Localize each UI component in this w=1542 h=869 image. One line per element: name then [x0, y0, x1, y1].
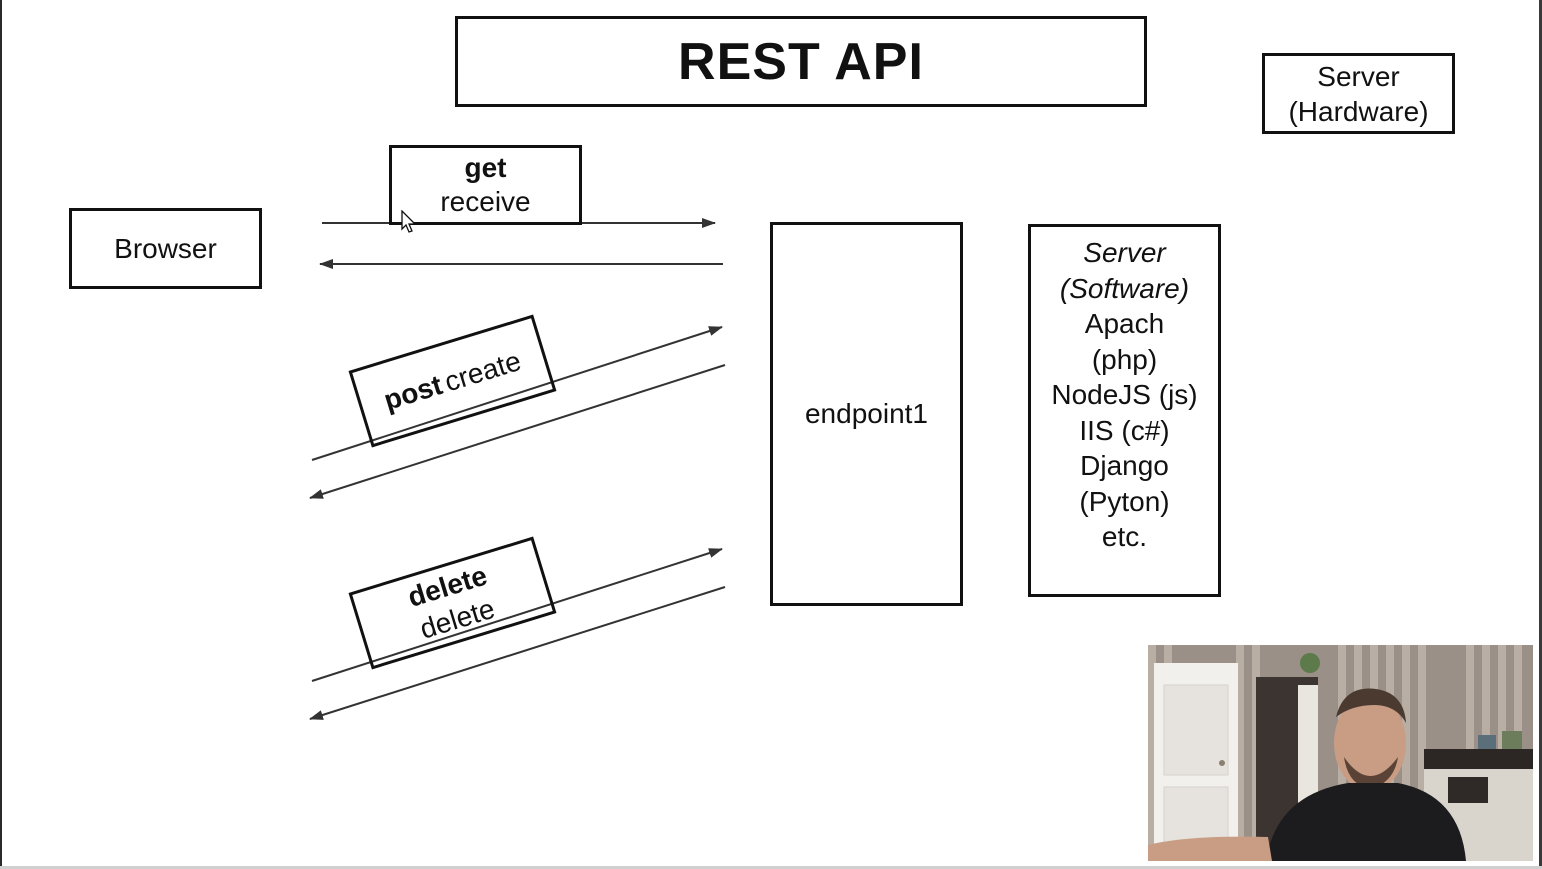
server-software-heading2: (Software) [1059, 272, 1190, 304]
mouse-cursor-icon [401, 210, 417, 233]
delete-response-arrow [309, 586, 726, 720]
server-software-item: (php) [1091, 343, 1158, 375]
frame-border-bottom [0, 866, 1542, 869]
server-software-item: Django [1080, 450, 1169, 481]
server-software-item: Apach [1084, 308, 1165, 339]
post-action: create [440, 345, 525, 398]
server-hardware-line1: Server [1317, 60, 1400, 92]
server-software-item: etc. [1101, 521, 1148, 552]
server-hardware-line2: (Hardware) [1288, 95, 1429, 127]
server-software-item: (Pyton) [1079, 485, 1170, 517]
page-title: REST API [678, 32, 924, 91]
server-software-heading1: Server [1083, 237, 1166, 268]
post-request-arrow [311, 326, 723, 461]
delete-request-arrow [311, 548, 723, 682]
server-software-item: NodeJS (js) [1051, 379, 1198, 410]
server-software-box: Server (Software) Apach (php) NodeJS (js… [1028, 224, 1221, 597]
webcam-scene-image [1148, 645, 1533, 861]
get-action: receive [440, 186, 531, 217]
webcam-video [1148, 645, 1533, 861]
endpoint-box: endpoint1 [770, 222, 963, 606]
browser-box: Browser [69, 208, 262, 289]
endpoint-label: endpoint1 [804, 398, 928, 429]
frame-border-left [0, 0, 2, 869]
post-verb: post [380, 369, 446, 417]
title-box: REST API [455, 16, 1147, 107]
browser-label: Browser [114, 232, 217, 264]
server-software-item: IIS (c#) [1079, 414, 1170, 446]
server-hardware-box: Server (Hardware) [1262, 53, 1455, 134]
get-verb: get [464, 152, 507, 183]
post-response-arrow [309, 364, 726, 499]
frame-border-right [1539, 0, 1542, 869]
get-method-box: get receive [389, 145, 582, 225]
